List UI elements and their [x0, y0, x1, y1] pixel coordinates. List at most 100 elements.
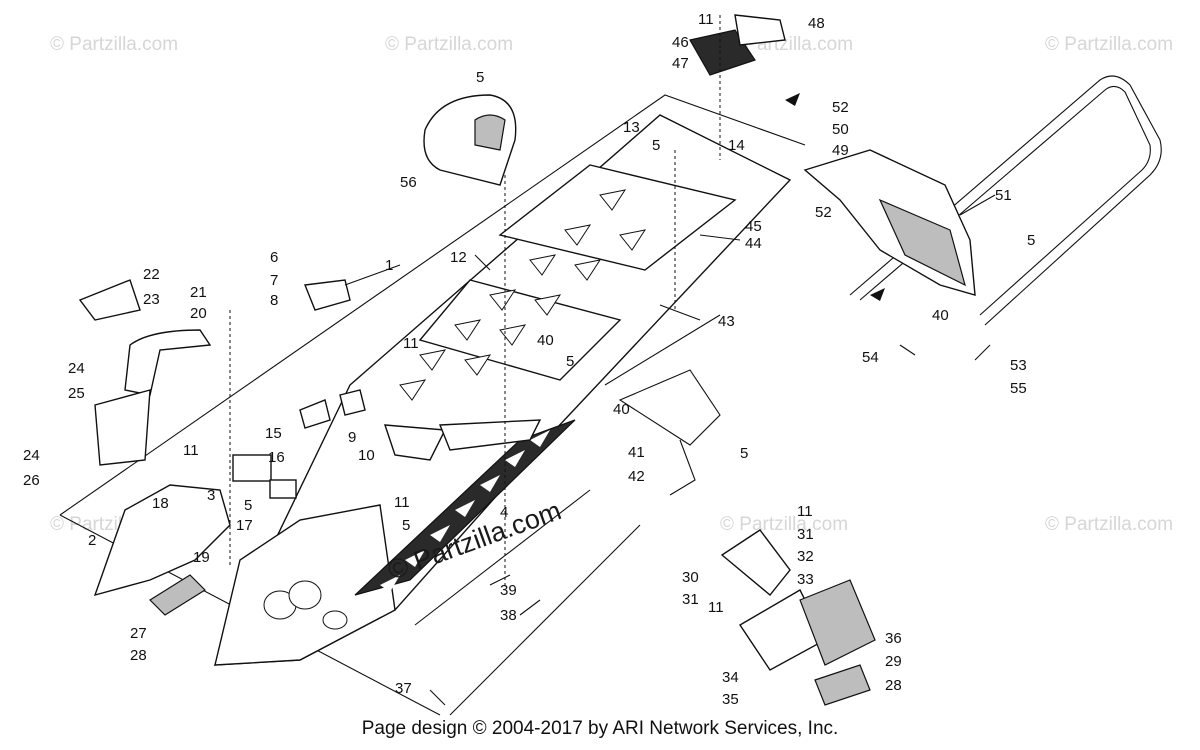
footrest-30 — [720, 529, 791, 596]
callout-47: 47 — [672, 55, 689, 72]
callout-24-bottom: 24 — [23, 447, 40, 464]
callout-11-lower: 11 — [708, 599, 724, 616]
watermark-group: © Partzilla.com © Partzilla.com © Partzi… — [50, 34, 1173, 535]
callout-leaders — [344, 194, 996, 706]
bracket-22 — [78, 279, 141, 321]
bracket-center — [384, 424, 447, 461]
callout-52-bottom: 52 — [815, 204, 832, 221]
front-left-plate — [93, 484, 231, 616]
small-brackets — [299, 279, 542, 461]
storage-bag-patch — [474, 114, 506, 151]
rails — [414, 314, 721, 716]
callout-42: 42 — [628, 468, 645, 485]
running-board-cutouts — [380, 430, 550, 592]
callout-8: 8 — [270, 292, 278, 309]
callout-12: 12 — [450, 249, 467, 266]
callout-2: 2 — [88, 532, 96, 549]
callout-38: 38 — [500, 607, 517, 624]
watermark-top-left: © Partzilla.com — [50, 34, 178, 55]
callout-11-top: 11 — [698, 11, 714, 28]
callout-21: 21 — [190, 284, 207, 301]
watermark-bottom-right: © Partzilla.com — [720, 514, 848, 535]
footrest-29 — [814, 664, 871, 706]
callout-23: 23 — [143, 291, 160, 308]
callout-52-top: 52 — [832, 99, 849, 116]
grab-handle-cap — [734, 14, 786, 46]
electrical-components — [232, 454, 297, 499]
callout-50: 50 — [832, 121, 849, 138]
callout-49: 49 — [832, 142, 849, 159]
callout-18: 18 — [152, 495, 169, 512]
snow-flap-insert — [878, 198, 966, 287]
plate-10 — [339, 389, 366, 416]
callout-54: 54 — [862, 349, 879, 366]
callout-22: 22 — [143, 266, 160, 283]
callout-24-top: 24 — [68, 360, 85, 377]
callout-25: 25 — [68, 385, 85, 402]
callout-51: 51 — [995, 187, 1012, 204]
callout-43: 43 — [718, 313, 735, 330]
callout-6: 6 — [270, 249, 278, 266]
front-left-bracket — [78, 279, 212, 466]
callout-27: 27 — [130, 625, 147, 642]
tunnel-center-plate — [498, 164, 737, 271]
callout-5-tunnel: 5 — [652, 137, 660, 154]
snow-flap — [803, 149, 976, 296]
callout-5-strap: 5 — [740, 445, 748, 462]
callout-9: 9 — [348, 429, 356, 446]
callout-11-left: 11 — [183, 442, 199, 459]
callout-36: 36 — [885, 630, 902, 647]
callout-11-footrest: 11 — [797, 503, 813, 520]
callout-41: 41 — [628, 444, 645, 461]
callout-4: 4 — [500, 504, 508, 521]
callout-10: 10 — [358, 447, 375, 464]
rear-bumper — [849, 75, 1162, 326]
callout-14: 14 — [728, 137, 745, 154]
callout-16: 16 — [268, 449, 285, 466]
callout-37: 37 — [395, 680, 412, 697]
callout-30: 30 — [682, 569, 699, 586]
callout-5-left: 5 — [244, 497, 252, 514]
callout-28-left: 28 — [130, 647, 147, 664]
bracket-25 — [94, 389, 151, 466]
watermark-bottom-far-right: © Partzilla.com — [1045, 514, 1173, 535]
direction-arrows — [785, 93, 885, 301]
callout-13: 13 — [623, 119, 640, 136]
callout-48: 48 — [808, 15, 825, 32]
callout-5-bumper: 5 — [1027, 232, 1035, 249]
callout-56: 56 — [400, 174, 417, 191]
bracket-23 — [124, 329, 212, 396]
callout-34: 34 — [722, 669, 739, 686]
dashed-guides — [229, 15, 721, 590]
callout-11-board: 11 — [394, 494, 410, 511]
callout-55: 55 — [1010, 380, 1027, 397]
storage-bag — [423, 94, 517, 186]
connector-17 — [269, 479, 297, 499]
callout-53: 53 — [1010, 357, 1027, 374]
callout-31-bottom: 31 — [682, 591, 699, 608]
arrow-icon — [870, 288, 885, 301]
callout-40-center: 40 — [537, 332, 554, 349]
bracket-long — [438, 419, 542, 451]
callout-35: 35 — [722, 691, 739, 708]
plate-9 — [299, 399, 331, 429]
callout-44: 44 — [745, 235, 762, 252]
footer-copyright: Page design © 2004-2017 by ARI Network S… — [361, 718, 839, 739]
callout-33: 33 — [797, 571, 814, 588]
callout-20: 20 — [190, 305, 207, 322]
plate-27 — [149, 574, 206, 616]
callout-26: 26 — [23, 472, 40, 489]
running-board — [354, 419, 576, 596]
plate-2 — [93, 484, 231, 597]
callout-7: 7 — [270, 272, 278, 289]
tunnel-cutouts — [399, 189, 647, 401]
callout-46: 46 — [672, 34, 689, 51]
module-16 — [232, 454, 272, 482]
right-footrest-assembly — [720, 529, 876, 706]
callout-19: 19 — [193, 549, 210, 566]
rear-grab-handle — [689, 14, 786, 76]
callout-45: 45 — [745, 218, 762, 235]
watermark-top-far-right: © Partzilla.com — [1045, 34, 1173, 55]
callout-labels: 1 2 3 4 5 5 5 5 5 5 5 6 7 8 9 10 11 11 1… — [23, 11, 1035, 708]
